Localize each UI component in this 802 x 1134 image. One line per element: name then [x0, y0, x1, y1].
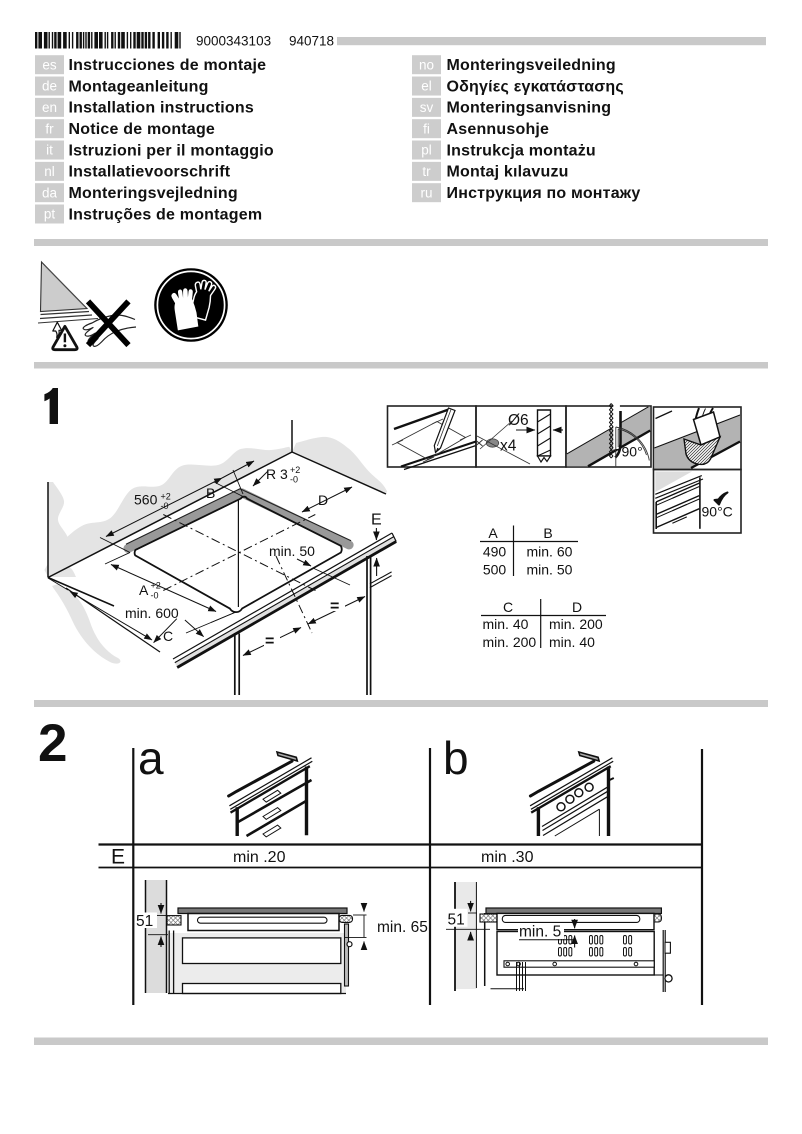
svg-text:pl: pl	[421, 143, 432, 158]
svg-text:940718: 940718	[289, 34, 334, 49]
svg-text:es: es	[42, 57, 57, 72]
svg-text:51: 51	[136, 913, 153, 930]
svg-text:min. 65: min. 65	[377, 919, 428, 936]
svg-text:D: D	[572, 599, 582, 615]
svg-text:C: C	[163, 628, 173, 644]
svg-text:-0: -0	[290, 475, 298, 485]
svg-text:b: b	[443, 732, 469, 784]
svg-text:min .20: min .20	[233, 849, 286, 866]
svg-text:Montageanleitung: Montageanleitung	[69, 78, 209, 95]
svg-text:min. 50: min. 50	[527, 562, 573, 578]
svg-text:560: 560	[134, 492, 158, 508]
svg-text:min. 200: min. 200	[483, 634, 537, 650]
svg-text:2: 2	[38, 714, 67, 773]
svg-text:no: no	[419, 57, 434, 72]
svg-text:R 3: R 3	[266, 466, 288, 482]
svg-text:da: da	[42, 185, 58, 200]
svg-text:min. 200: min. 200	[549, 616, 603, 632]
svg-text:A: A	[139, 582, 149, 598]
svg-text:min. 40: min. 40	[549, 634, 595, 650]
svg-text:ru: ru	[420, 185, 432, 200]
svg-text:it: it	[46, 143, 53, 158]
svg-text:Instrucciones de montaje: Instrucciones de montaje	[69, 57, 267, 74]
svg-text:-0: -0	[151, 591, 159, 601]
svg-text:tr: tr	[422, 164, 431, 179]
svg-text:B: B	[206, 485, 215, 501]
svg-text:min .30: min .30	[481, 849, 534, 866]
svg-text:Monteringsanvisning: Monteringsanvisning	[447, 100, 612, 117]
svg-text:Ø6: Ø6	[508, 412, 529, 429]
svg-text:en: en	[42, 100, 57, 115]
svg-text:Notice de montage: Notice de montage	[69, 121, 216, 138]
svg-text:Installatievoorschrift: Installatievoorschrift	[69, 164, 231, 181]
svg-text:51: 51	[448, 912, 465, 929]
svg-text:Οδηγίες εγκατάστασης: Οδηγίες εγκατάστασης	[447, 78, 624, 95]
svg-text:Инструкция по монтажу: Инструкция по монтажу	[447, 185, 641, 202]
svg-text:90°C: 90°C	[702, 504, 733, 520]
svg-text:=: =	[330, 598, 339, 615]
svg-text:de: de	[42, 79, 57, 94]
svg-text:500: 500	[483, 562, 507, 578]
svg-text:Instrukcja montażu: Instrukcja montażu	[447, 142, 596, 159]
svg-text:E: E	[111, 846, 125, 869]
svg-text:nl: nl	[44, 164, 55, 179]
svg-text:min. 5: min. 5	[519, 924, 561, 941]
svg-text:E: E	[371, 512, 382, 529]
svg-text:a: a	[138, 732, 164, 784]
svg-text:A: A	[488, 525, 498, 541]
svg-text:-0: -0	[161, 501, 169, 511]
svg-text:fi: fi	[423, 121, 430, 136]
svg-text:D: D	[318, 492, 328, 508]
svg-text:=: =	[265, 633, 274, 650]
svg-text:+2: +2	[161, 492, 171, 502]
svg-text:sv: sv	[420, 100, 434, 115]
svg-text:C: C	[503, 599, 513, 615]
svg-text:90°: 90°	[622, 444, 643, 460]
svg-text:min. 600: min. 600	[125, 605, 179, 621]
svg-text:490: 490	[483, 544, 507, 560]
svg-text:+2: +2	[290, 465, 300, 475]
svg-text:9000343103: 9000343103	[196, 34, 271, 49]
svg-text:+2: +2	[151, 581, 161, 591]
svg-text:pt: pt	[44, 207, 56, 222]
svg-text:B: B	[543, 525, 552, 541]
svg-text:el: el	[421, 79, 432, 94]
svg-text:Istruzioni per il montaggio: Istruzioni per il montaggio	[69, 142, 274, 159]
svg-text:Installation instructions: Installation instructions	[69, 100, 254, 117]
svg-text:Monteringsvejledning: Monteringsvejledning	[69, 185, 238, 202]
svg-text:Montaj kılavuzu: Montaj kılavuzu	[447, 164, 569, 181]
svg-text:min. 60: min. 60	[527, 544, 573, 560]
svg-text:Asennusohje: Asennusohje	[447, 121, 550, 138]
svg-text:x4: x4	[500, 438, 517, 455]
svg-text:fr: fr	[45, 121, 54, 136]
svg-text:min. 50: min. 50	[269, 543, 315, 559]
svg-text:Monteringsveiledning: Monteringsveiledning	[447, 57, 616, 74]
svg-text:Instruções de montagem: Instruções de montagem	[69, 206, 263, 223]
svg-text:min. 40: min. 40	[483, 616, 529, 632]
